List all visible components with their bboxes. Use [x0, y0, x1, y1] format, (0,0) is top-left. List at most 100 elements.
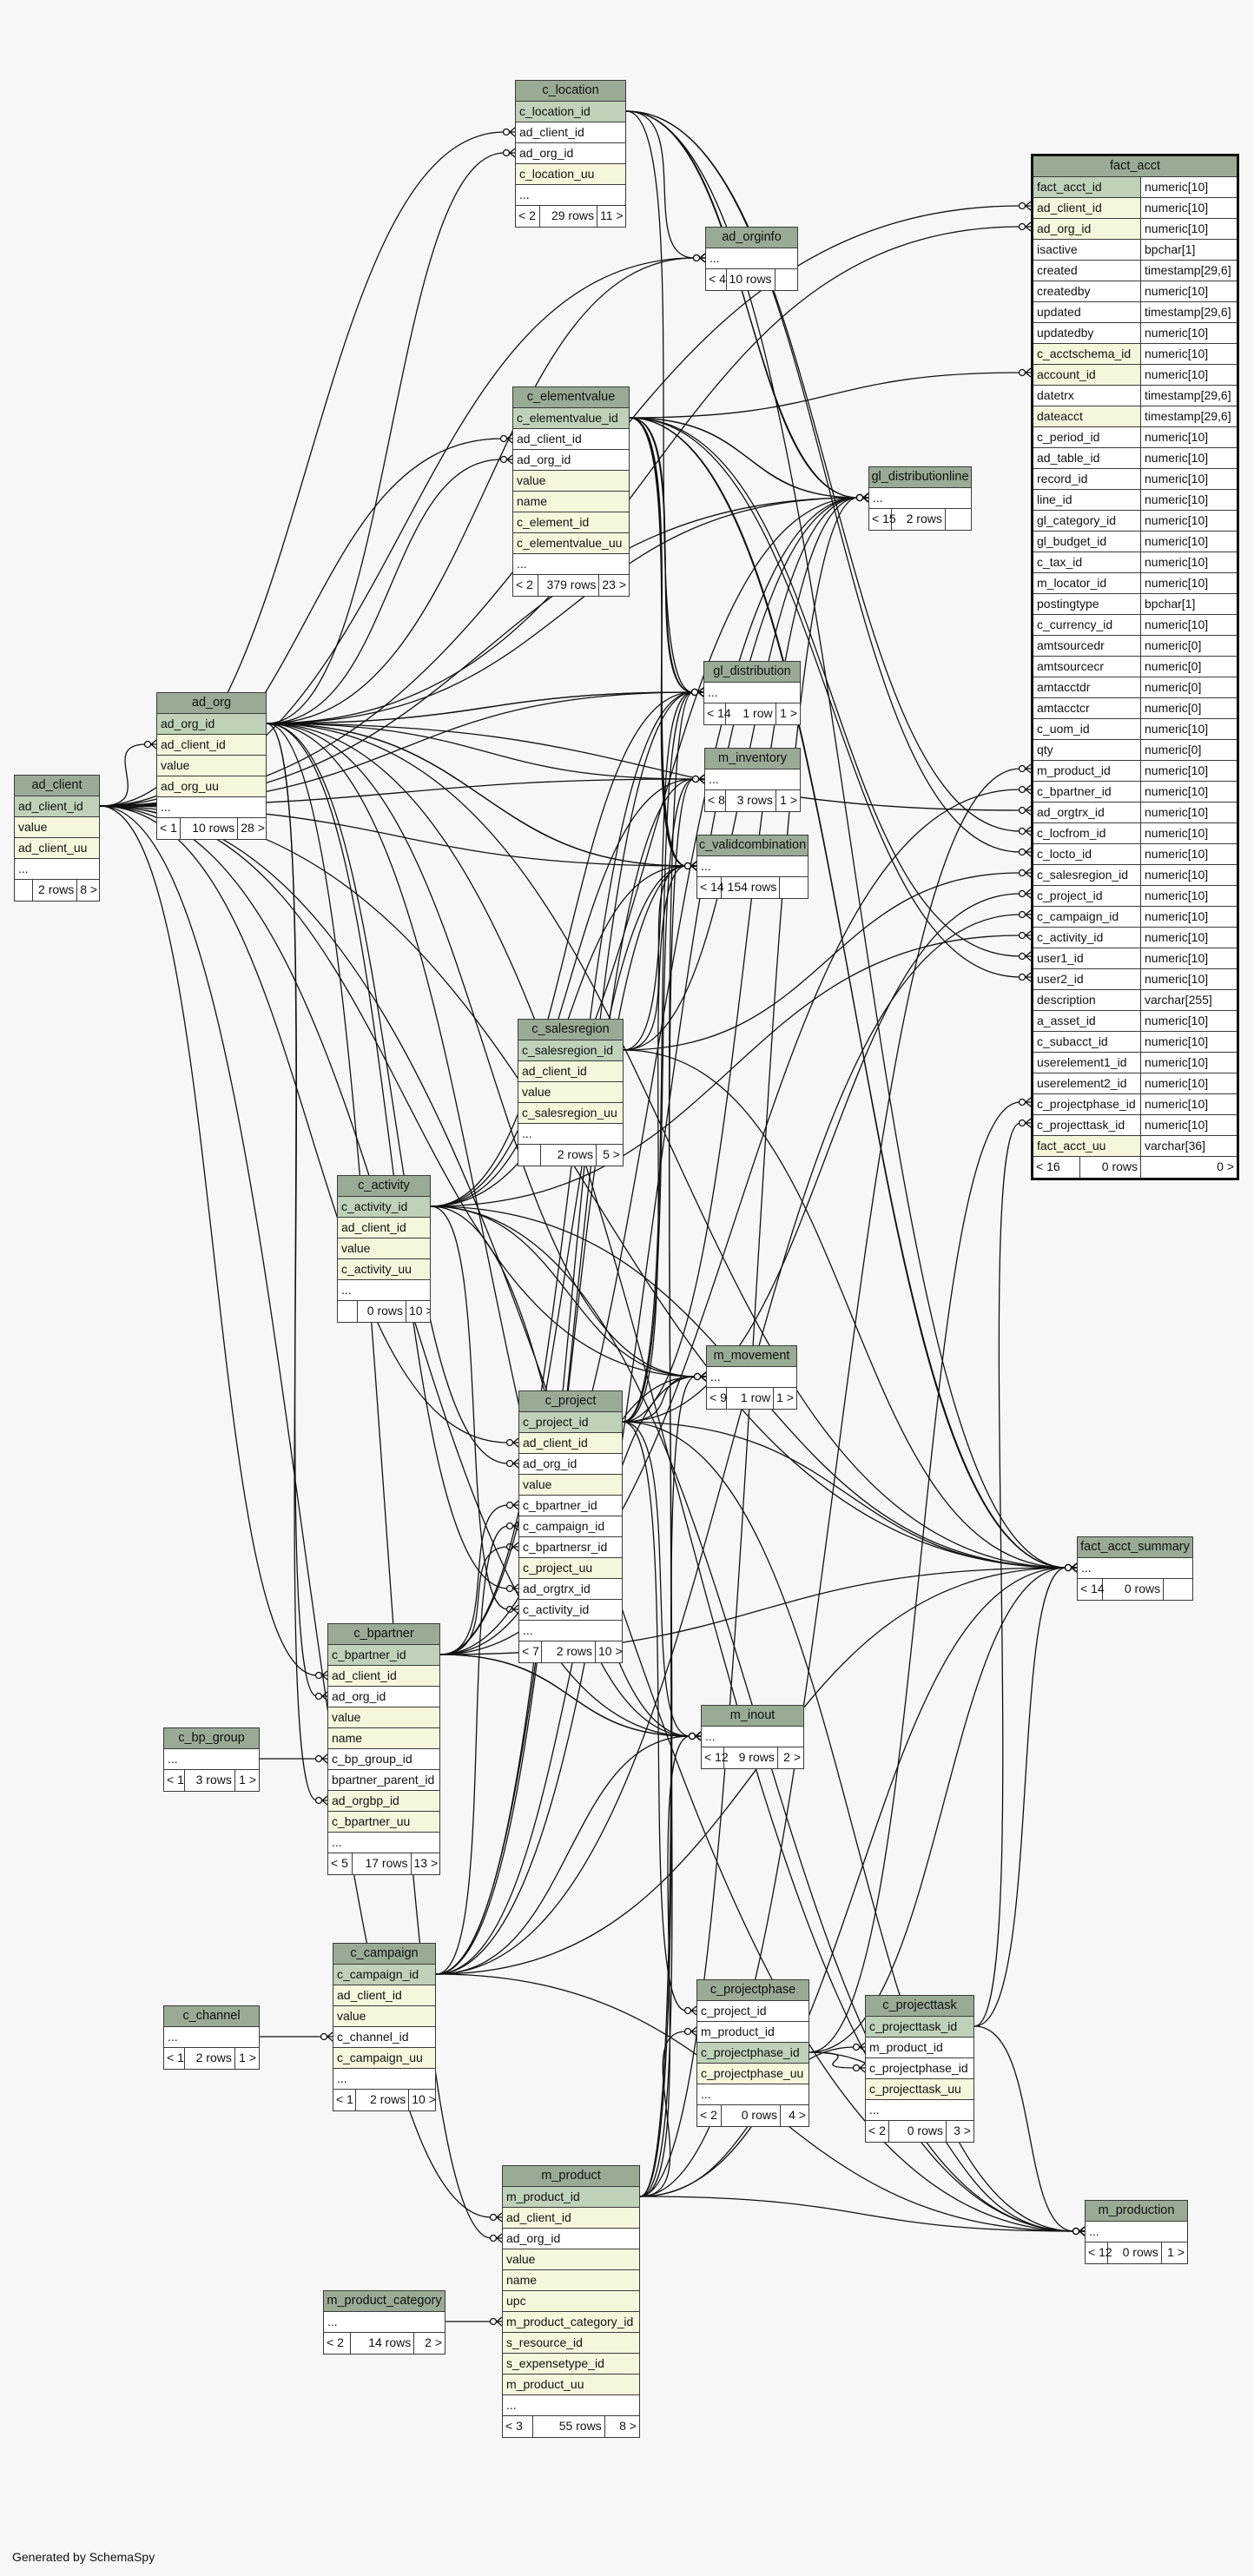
table-title[interactable]: c_projecttask: [866, 1996, 974, 2017]
table-title[interactable]: c_projectphase: [697, 1980, 808, 2001]
parents-count[interactable]: < 9: [707, 1388, 728, 1409]
parents-count[interactable]: < 2: [513, 575, 539, 596]
column-row[interactable]: value: [518, 1082, 623, 1103]
column-row[interactable]: ad_org_id: [513, 450, 629, 471]
parents-count[interactable]: < 12: [702, 1747, 729, 1768]
column-row[interactable]: ad_org_id: [503, 2229, 639, 2249]
column-row[interactable]: name: [503, 2270, 639, 2291]
table-title[interactable]: m_inout: [702, 1706, 803, 1727]
column-row[interactable]: ad_client_id: [15, 796, 99, 817]
children-count[interactable]: 0 >: [1217, 1159, 1234, 1173]
column-row[interactable]: value: [503, 2249, 639, 2270]
parents-count[interactable]: [15, 880, 34, 901]
table-title[interactable]: gl_distribution: [704, 662, 800, 683]
column-row[interactable]: value: [513, 471, 629, 492]
more-columns-row[interactable]: ...: [513, 554, 629, 575]
column-row[interactable]: ad_client_id: [519, 1433, 622, 1454]
parents-count[interactable]: < 3: [503, 2416, 533, 2437]
children-count[interactable]: 1 >: [239, 1773, 256, 1787]
parents-count[interactable]: < 7: [519, 1641, 543, 1662]
more-columns-row[interactable]: ...: [1078, 1558, 1192, 1579]
parents-count[interactable]: < 2: [866, 2121, 890, 2142]
more-columns-row[interactable]: ...: [706, 248, 797, 269]
column-row[interactable]: s_expensetype_id: [503, 2354, 639, 2375]
column-row[interactable]: name: [513, 492, 629, 512]
column-row[interactable]: ad_orgtrx_id: [519, 1579, 622, 1600]
column-row[interactable]: ad_org_id: [328, 1687, 439, 1707]
parents-count[interactable]: < 12: [1086, 2242, 1112, 2263]
column-row[interactable]: c_bpartnersr_id: [519, 1537, 622, 1558]
column-row[interactable]: m_product_category_id: [503, 2312, 639, 2333]
column-row[interactable]: ad_client_id: [503, 2208, 639, 2229]
children-count[interactable]: 2 >: [425, 2335, 442, 2349]
table-title[interactable]: c_bpartner: [328, 1624, 439, 1645]
column-row[interactable]: c_activity_uu: [338, 1259, 430, 1280]
column-row[interactable]: value: [328, 1707, 439, 1728]
column-row[interactable]: c_projectphase_id: [697, 2043, 808, 2064]
more-columns-row[interactable]: ...: [333, 2069, 435, 2090]
column-row[interactable]: c_bpartner_id: [328, 1645, 439, 1666]
children-count[interactable]: 11 >: [600, 208, 624, 222]
parents-count[interactable]: < 16: [1033, 1157, 1080, 1178]
children-count[interactable]: 13 >: [413, 1856, 439, 1870]
column-row[interactable]: ad_org_id: [516, 143, 625, 164]
more-columns-row[interactable]: ...: [324, 2312, 445, 2333]
column-row[interactable]: c_projectphase_uu: [697, 2064, 808, 2084]
children-count[interactable]: 8 >: [619, 2419, 637, 2433]
column-row[interactable]: bpartner_parent_id: [328, 1770, 439, 1791]
column-row[interactable]: c_campaign_uu: [333, 2048, 435, 2069]
parents-count[interactable]: < 14: [697, 877, 724, 898]
table-title[interactable]: ad_orginfo: [706, 228, 797, 248]
column-row[interactable]: c_salesregion_uu: [518, 1103, 623, 1124]
column-row[interactable]: c_bpartner_uu: [328, 1812, 439, 1833]
column-row[interactable]: m_product_id: [697, 2022, 808, 2043]
column-row[interactable]: c_campaign_id: [519, 1516, 622, 1537]
more-columns-row[interactable]: ...: [519, 1621, 622, 1641]
column-row[interactable]: ad_client_id: [518, 1061, 623, 1082]
column-row[interactable]: ad_client_id: [513, 429, 629, 450]
parents-count[interactable]: < 4: [706, 269, 727, 290]
column-row[interactable]: c_element_id: [513, 512, 629, 533]
column-row[interactable]: upc: [503, 2291, 639, 2312]
children-count[interactable]: 10 >: [598, 1644, 622, 1658]
table-title[interactable]: c_channel: [164, 2006, 259, 2027]
more-columns-row[interactable]: ...: [869, 488, 971, 509]
children-count[interactable]: 1 >: [239, 2051, 256, 2064]
table-title[interactable]: c_validcombination: [697, 836, 808, 856]
children-count[interactable]: [946, 509, 971, 530]
parents-count[interactable]: [518, 1145, 542, 1166]
column-row[interactable]: value: [519, 1475, 622, 1496]
table-title[interactable]: c_activity: [338, 1176, 430, 1197]
parents-count[interactable]: < 8: [705, 790, 727, 811]
children-count[interactable]: 1 >: [1167, 2245, 1185, 2259]
parents-count[interactable]: < 2: [697, 2105, 723, 2126]
